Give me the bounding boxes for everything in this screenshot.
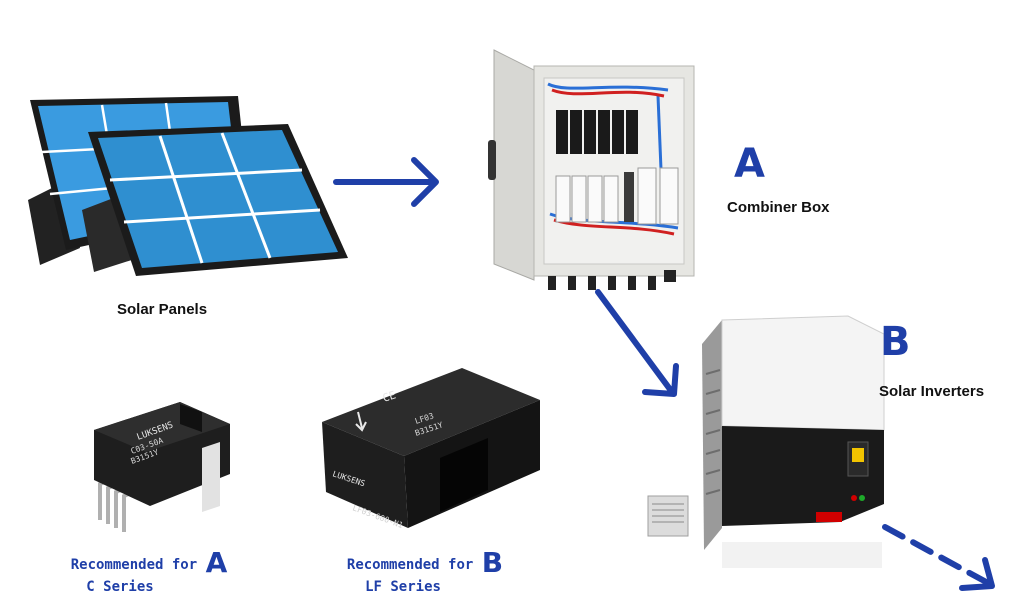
arrow-panels-to-combiner (333, 157, 439, 207)
sensor-b-icon: CE LF03 B3151Y LUKSENS LF03-600-N1 (322, 368, 540, 530)
solar-panel-icon (28, 96, 348, 276)
inverter-icon (647, 315, 885, 568)
sensor-a-recommended-text: Recommended for (70, 557, 198, 573)
arrow-combiner-to-inverter (595, 289, 679, 397)
inverter-letter: B (880, 319, 911, 365)
solar-panel-front (82, 124, 348, 276)
sensor-a-icon: LUKSENS C03-50A B3151Y (94, 402, 230, 532)
sensor-a-letter: A (205, 546, 228, 579)
sensor-b-mark: CE (381, 388, 398, 404)
sensor-b-letter: B (481, 546, 504, 579)
sensor-a-caption: Recommended for A C Series (54, 549, 244, 598)
sensor-b-caption: Recommended for B LF Series (330, 549, 520, 598)
sensor-a-series: C Series (86, 579, 154, 595)
sensor-b-series: LF Series (365, 579, 441, 595)
combiner-box-letter: A (734, 141, 765, 187)
inverter-label: Solar Inverters (879, 383, 985, 400)
solar-panels-label: Solar Panels (117, 301, 208, 318)
sensor-b-recommended-text: Recommended for (346, 557, 474, 573)
combiner-box-icon (488, 49, 695, 290)
arrow-inverter-output (882, 524, 995, 591)
combiner-box-label: Combiner Box (727, 199, 830, 216)
